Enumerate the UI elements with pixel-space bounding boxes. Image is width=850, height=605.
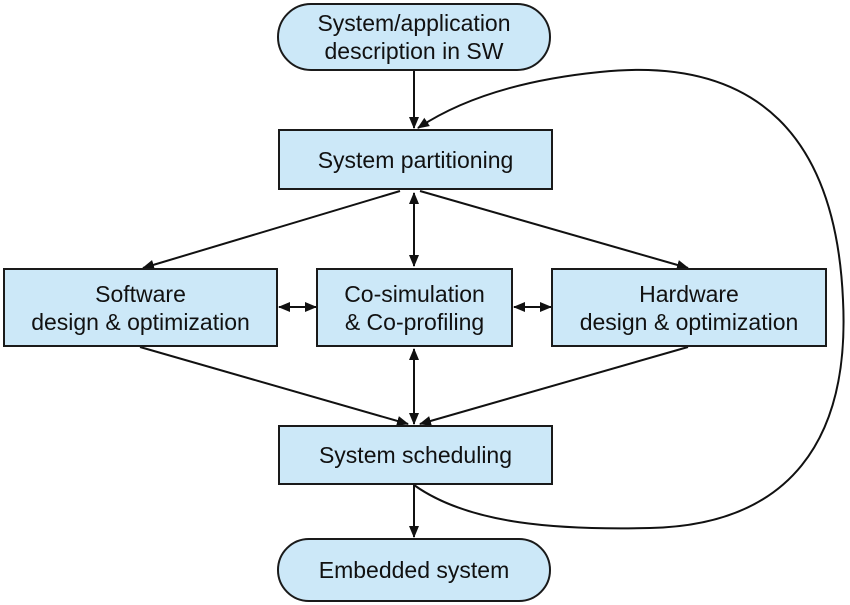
end-node-label: Embedded system	[318, 557, 510, 583]
arrow-software-to-scheduling	[139, 346, 409, 426]
arrow-partitioning-to-software	[142, 190, 401, 270]
system-partitioning-label: System partitioning	[317, 146, 514, 173]
start-node-label: System/application description in SW	[317, 10, 511, 64]
arrow-hardware-to-scheduling	[419, 346, 689, 426]
system-partitioning-box: System partitioning	[278, 129, 553, 190]
software-design-label: Software design & optimization	[31, 280, 250, 335]
cosimulation-box: Co-simulation & Co-profiling	[316, 268, 513, 347]
hardware-design-label: Hardware design & optimization	[579, 280, 799, 335]
arrow-partitioning-to-hardware	[419, 190, 689, 270]
start-node: System/application description in SW	[277, 3, 551, 71]
system-scheduling-label: System scheduling	[318, 442, 513, 468]
software-design-box: Software design & optimization	[3, 268, 278, 347]
cosimulation-label: Co-simulation & Co-profiling	[344, 280, 485, 335]
hardware-design-box: Hardware design & optimization	[551, 268, 827, 347]
end-node: Embedded system	[277, 538, 551, 602]
feedback-loop-arrow	[413, 68, 845, 530]
system-scheduling-box: System scheduling	[278, 425, 553, 485]
